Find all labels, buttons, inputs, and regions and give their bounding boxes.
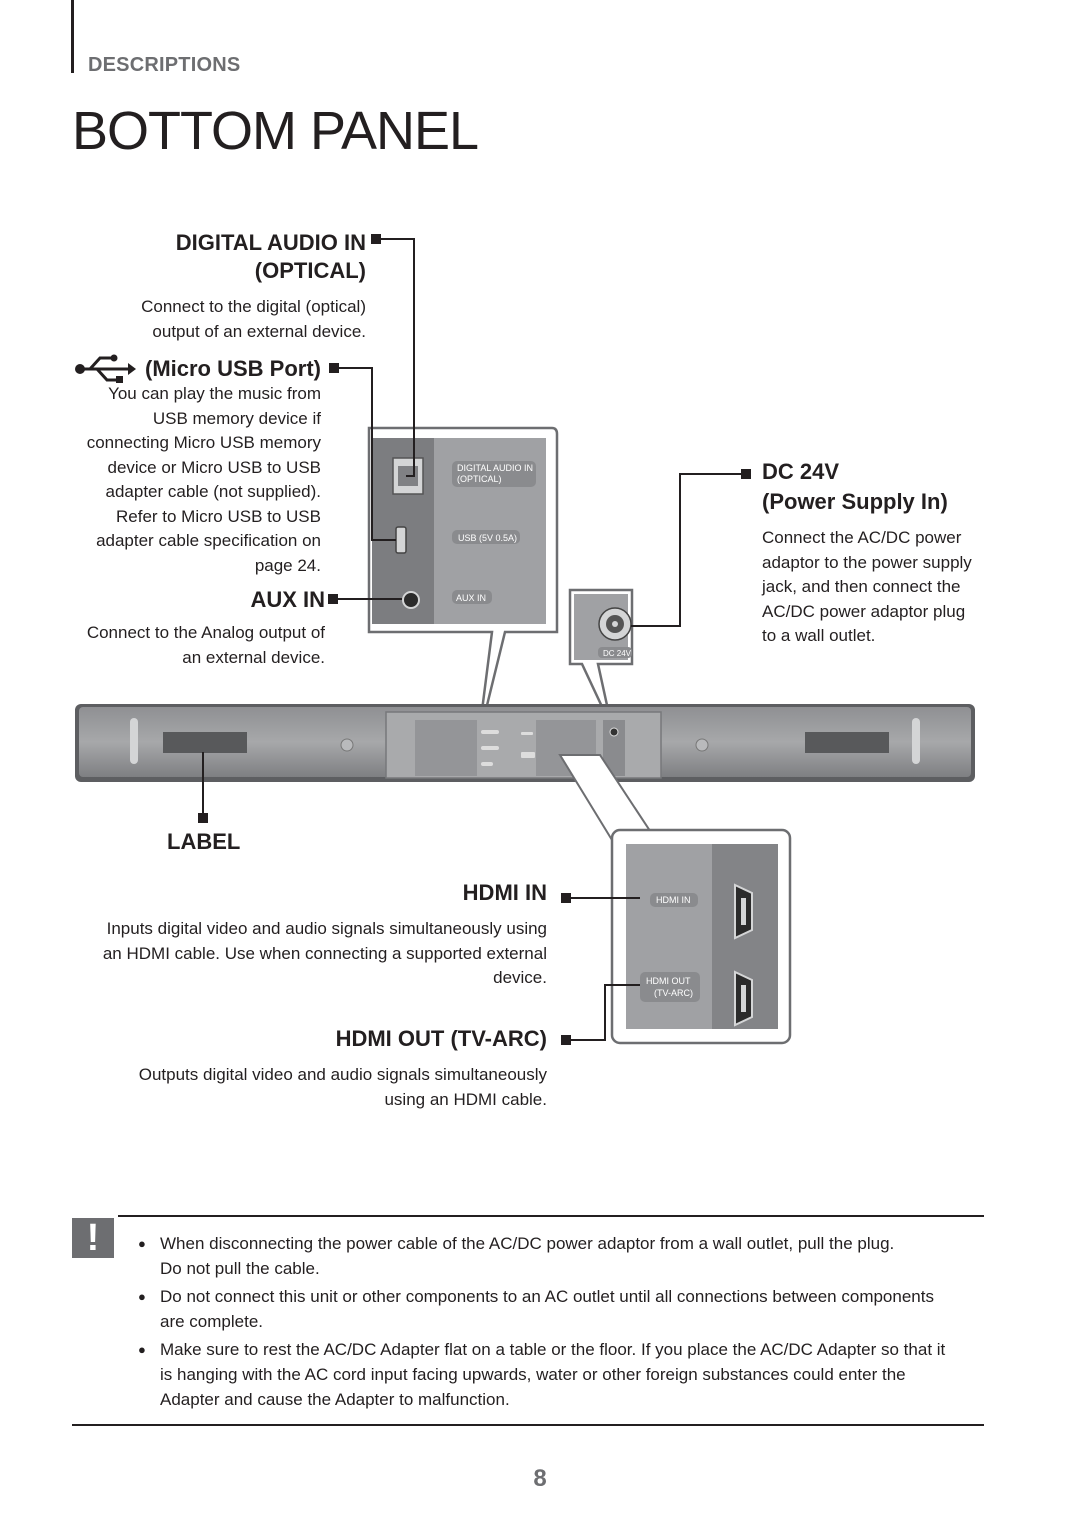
optical-desc: Connect to the digital (optical) [141, 297, 366, 316]
caution-note: Do not connect this unit or other compon… [138, 1284, 978, 1334]
panel-label-hdmi-in: HDMI IN [656, 895, 691, 905]
dc-port-inset [568, 588, 634, 729]
panel-label-usb: USB (5V 0.5A) [458, 533, 517, 543]
caution-top-rule [118, 1215, 984, 1217]
panel-label-hdmi-out-2: (TV-ARC) [654, 988, 693, 998]
usb-title: (Micro USB Port) [145, 356, 321, 381]
soundbar-bottom [75, 704, 975, 782]
aux-desc: Connect to the Analog output of [86, 623, 325, 642]
hdmi-out-desc: Outputs digital video and audio signals … [138, 1065, 547, 1109]
page-number: 8 [533, 1465, 547, 1492]
optical-title-2: (OPTICAL) [254, 258, 366, 283]
leader-lines [202, 238, 742, 1041]
aux-title: AUX IN [250, 587, 325, 612]
dc-title: DC 24V [762, 459, 840, 484]
panel-label-dc: DC 24V [603, 649, 632, 658]
section-marker [71, 0, 74, 73]
section-label: DESCRIPTIONS [88, 54, 241, 76]
panel-label-hdmi-out: HDMI OUT [646, 976, 691, 986]
connector-panel-inset [367, 426, 559, 743]
optical-title: DIGITAL AUDIO IN [175, 230, 366, 255]
hdmi-panel-inset [558, 754, 792, 1045]
usb-icon [75, 354, 136, 383]
panel-label-optical: DIGITAL AUDIO IN [457, 463, 533, 473]
hdmi-out-title: HDMI OUT (TV-ARC) [335, 1026, 547, 1051]
usb-port [395, 526, 407, 554]
dc-desc: Connect the AC/DC power adaptor to the p… [762, 528, 972, 645]
label-title: LABEL [167, 829, 241, 854]
caution-bottom-rule [72, 1424, 984, 1426]
usb-desc: You can play the music from USB memory d… [86, 384, 321, 575]
panel-label-aux: AUX IN [456, 593, 486, 603]
hdmi-in-title: HDMI IN [462, 880, 547, 905]
leader-markers [198, 234, 751, 1045]
hdmi-in-desc: Inputs digital video and audio signals s… [102, 919, 547, 987]
label-area [163, 732, 247, 753]
caution-note: When disconnecting the power cable of th… [138, 1231, 978, 1281]
aux-desc-2: an external device. [182, 648, 325, 667]
panel-label-optical-2: (OPTICAL) [457, 474, 502, 484]
aux-port [402, 591, 420, 609]
caution-note: Make sure to rest the AC/DC Adapter flat… [138, 1337, 978, 1412]
caution-notes: When disconnecting the power cable of th… [138, 1231, 978, 1415]
dc-title-2: (Power Supply In) [762, 489, 948, 514]
page-title: BOTTOM PANEL [72, 101, 479, 161]
caution-icon: ! [72, 1218, 114, 1258]
optical-desc-2: output of an external device. [152, 322, 366, 341]
